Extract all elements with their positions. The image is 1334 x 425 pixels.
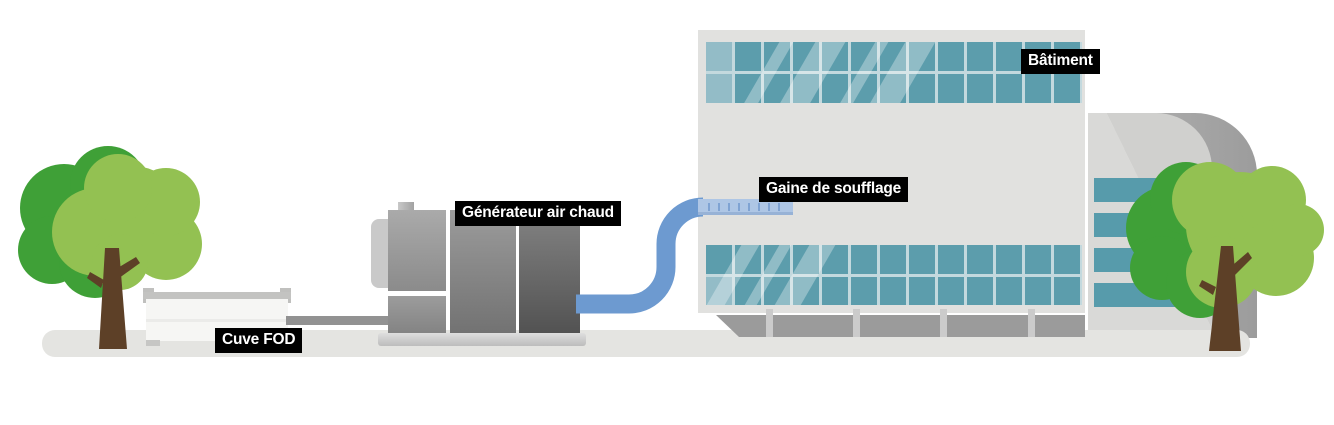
- building-pillar: [766, 309, 773, 337]
- tank-top-bar: [143, 292, 291, 299]
- fuel-pipe: [286, 316, 392, 325]
- label-cuve-fod: Cuve FOD: [215, 328, 303, 353]
- generator-panel: [388, 296, 446, 334]
- supply-duct-shade: [698, 212, 793, 215]
- building-base: [716, 315, 1085, 337]
- generator-chimney: [398, 202, 414, 211]
- generator-panel: [450, 210, 516, 334]
- generator-base: [378, 333, 586, 346]
- window-band-bottom: [706, 245, 1082, 305]
- building-pillar: [853, 309, 860, 337]
- building-pillar: [1028, 309, 1035, 337]
- label-batiment: Bâtiment: [1021, 49, 1100, 74]
- building-pillar: [940, 309, 947, 337]
- supply-duct-vents: [700, 203, 788, 211]
- generator-panel: [388, 210, 446, 291]
- tree-foliage: [18, 146, 202, 298]
- generator-panel: [519, 210, 580, 334]
- annex-window-band: [1094, 248, 1210, 272]
- window-pane-light: [706, 74, 732, 103]
- annex-window-band: [1094, 283, 1210, 307]
- window-pane-light: [706, 42, 732, 71]
- window-band-top: [706, 42, 1082, 103]
- annex-window-band: [1094, 178, 1210, 202]
- tank-seam: [146, 319, 288, 322]
- annex-window-band: [1094, 213, 1210, 237]
- supply-duct: [698, 199, 793, 215]
- label-gaine-de-soufflage: Gaine de soufflage: [759, 177, 909, 202]
- hot-air-generator: [388, 210, 580, 334]
- tank-foot: [146, 340, 160, 346]
- window-pane-light: [706, 277, 732, 305]
- label-generateur-air-chaud: Générateur air chaud: [455, 201, 621, 226]
